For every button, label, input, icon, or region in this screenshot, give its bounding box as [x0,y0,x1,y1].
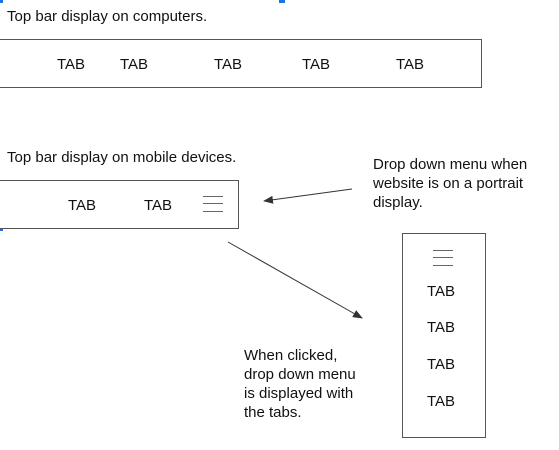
selection-marker-top-left [0,0,3,3]
mobile-tab-1[interactable]: TAB [68,197,97,214]
arrow-to-mobile-menu [263,188,353,204]
clicked-note: When clicked, drop down menu is displaye… [244,346,356,422]
desktop-tab-4[interactable]: TAB [302,56,331,73]
dropdown-tab-2[interactable]: TAB [427,319,456,336]
hamburger-icon[interactable] [203,196,223,212]
dropdown-note: Drop down menu when website is on a port… [373,155,527,212]
mobile-top-bar: TAB TAB [0,180,239,229]
dropdown-hamburger-icon[interactable] [433,250,453,266]
clicked-note-line-2: drop down menu [244,366,356,383]
clicked-note-line-4: the tabs. [244,404,302,421]
dropdown-tab-1[interactable]: TAB [427,283,456,300]
desktop-tab-5[interactable]: TAB [396,56,425,73]
clicked-note-line-1: When clicked, [244,347,338,364]
desktop-tab-1[interactable]: TAB [57,56,86,73]
clicked-note-line-3: is displayed with [244,385,354,402]
selection-marker-top-right [279,0,285,3]
dropdown-note-line-3: display. [373,194,423,211]
desktop-top-bar: TAB TAB TAB TAB TAB [0,39,482,88]
dropdown-note-line-2: website is on a portrait [373,175,524,192]
dropdown-tab-3[interactable]: TAB [427,356,456,373]
dropdown-tab-4[interactable]: TAB [427,393,456,410]
mobile-caption: Top bar display on mobile devices. [7,149,237,166]
dropdown-menu-panel: TAB TAB TAB TAB [402,233,486,438]
desktop-caption: Top bar display on computers. [7,8,208,25]
desktop-tab-2[interactable]: TAB [120,56,149,73]
dropdown-note-line-1: Drop down menu when [373,156,528,173]
mobile-tab-2[interactable]: TAB [144,197,173,214]
desktop-tab-3[interactable]: TAB [214,56,243,73]
arrow-to-dropdown-panel [227,241,363,319]
